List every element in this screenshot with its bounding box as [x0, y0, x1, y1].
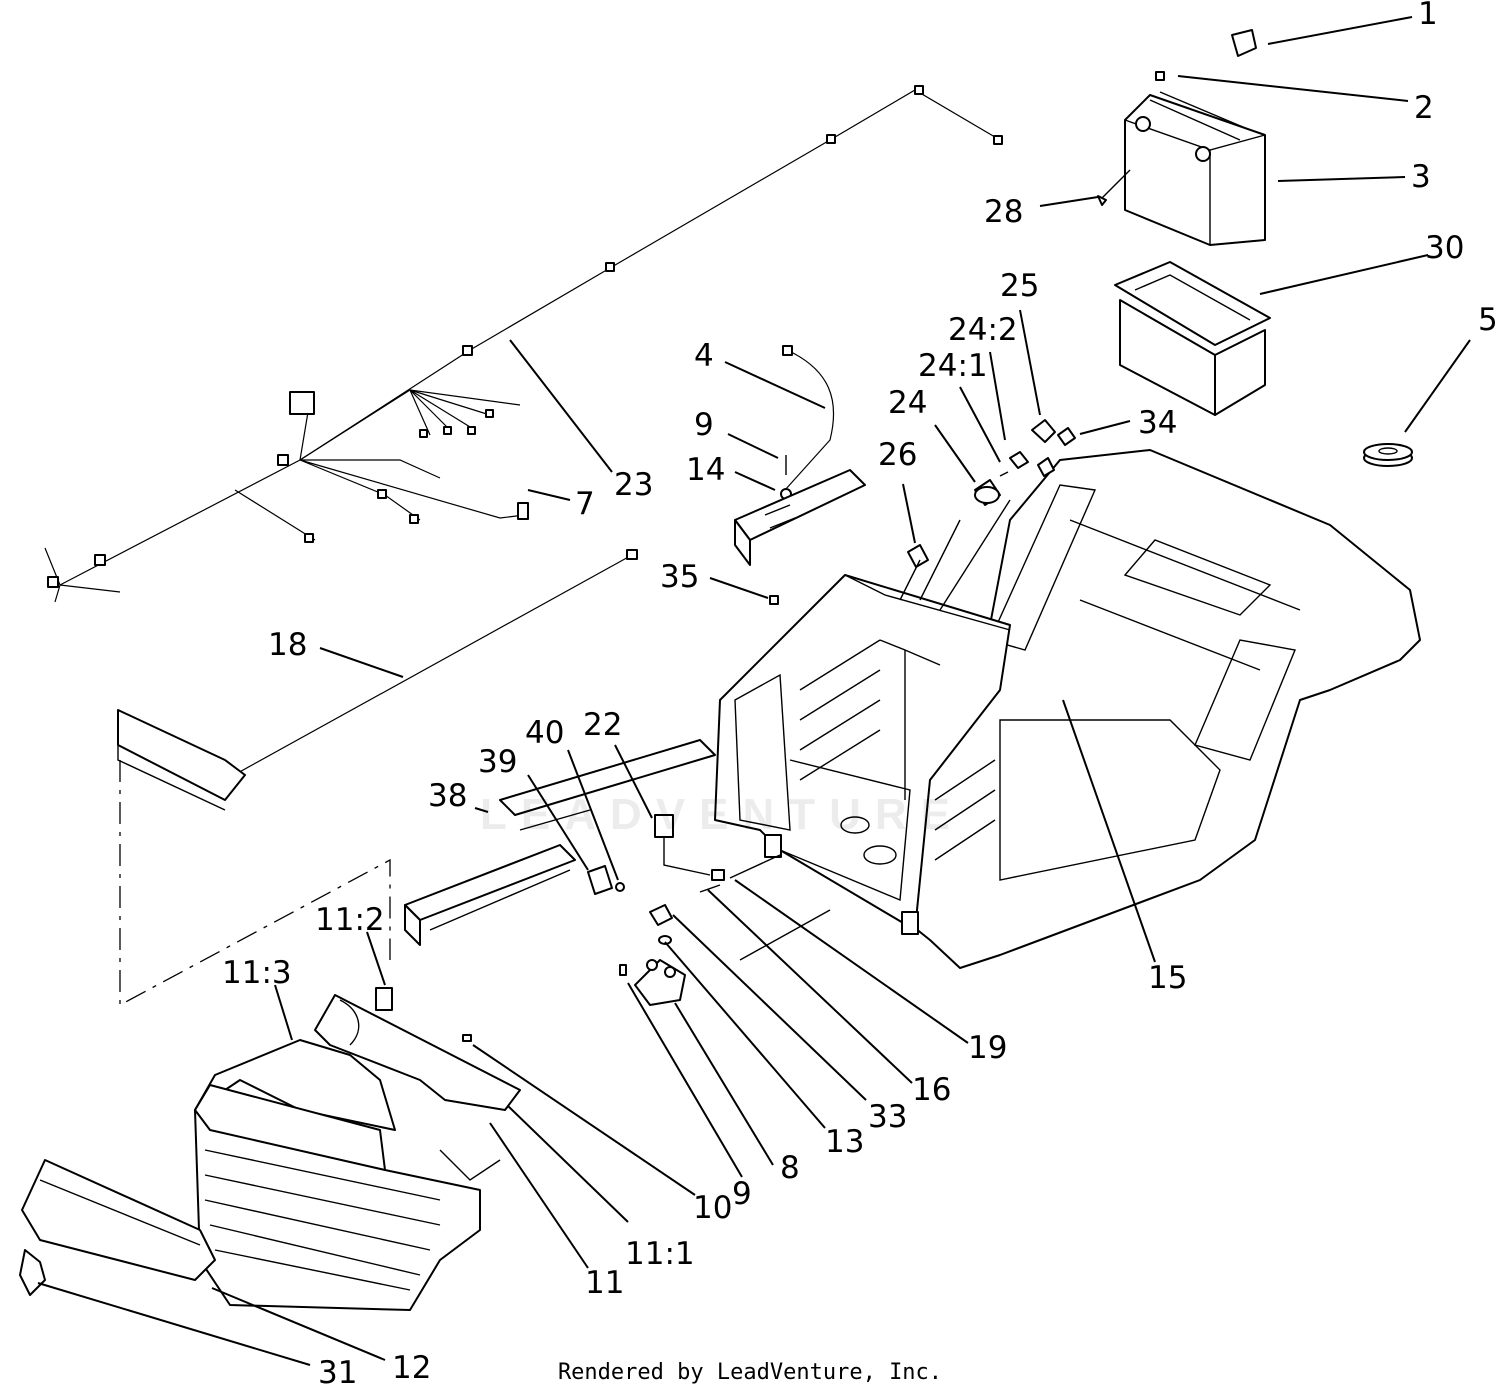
callout-9-lower: 9: [732, 1176, 752, 1212]
watermark: LEADVENTURE: [480, 790, 965, 839]
callout-3: 3: [1411, 159, 1431, 195]
callout-40: 40: [525, 715, 564, 751]
render-credit: Rendered by LeadVenture, Inc.: [557, 1360, 943, 1385]
callout-7: 7: [575, 486, 595, 522]
cable-and-bracket: [117, 549, 638, 1007]
washer: [1363, 443, 1413, 467]
callout-4: 4: [694, 338, 714, 374]
leader-lines: [37, 16, 1471, 1366]
callout-24: 24: [888, 385, 927, 421]
callout-1: 1: [1418, 0, 1438, 32]
battery: [1097, 29, 1266, 246]
callout-35: 35: [660, 559, 699, 595]
callout-11-2: 11:2: [315, 902, 385, 938]
cable-and-mount-bracket: [734, 345, 866, 605]
callout-10: 10: [693, 1190, 732, 1226]
callout-31: 31: [318, 1355, 357, 1391]
callout-24-1: 24:1: [918, 348, 988, 384]
callout-33: 33: [868, 1099, 907, 1135]
callout-28: 28: [984, 194, 1023, 230]
callout-labels: 1 2 3 28 30 5 25 24:2 24:1 24 34 26 4 9 …: [222, 0, 1498, 1391]
grille-and-emblem: [19, 1159, 216, 1296]
callout-15: 15: [1148, 960, 1187, 996]
callout-23: 23: [614, 467, 653, 503]
wiring-harness: [44, 85, 1003, 603]
callout-24-2: 24:2: [948, 312, 1018, 348]
dash-tower: [714, 574, 1011, 935]
battery-tray: [1114, 261, 1271, 416]
callout-19: 19: [968, 1030, 1007, 1066]
callout-18: 18: [268, 627, 307, 663]
callout-39: 39: [478, 744, 517, 780]
callout-22: 22: [583, 707, 622, 743]
starter-solenoid: [619, 904, 686, 1006]
callout-16: 16: [912, 1072, 951, 1108]
callout-14: 14: [686, 452, 725, 488]
callout-34: 34: [1138, 405, 1177, 441]
headlight-and-hood: [194, 987, 521, 1311]
frame-rail: [404, 739, 831, 961]
callout-38: 38: [428, 778, 467, 814]
callout-13: 13: [825, 1124, 864, 1160]
callout-26: 26: [878, 437, 917, 473]
fender-pan: [869, 449, 1421, 969]
callout-25: 25: [1000, 268, 1039, 304]
callout-8: 8: [780, 1150, 800, 1186]
callout-30: 30: [1425, 230, 1464, 266]
callout-12: 12: [392, 1350, 431, 1386]
callout-11-1: 11:1: [625, 1236, 695, 1272]
callout-11: 11: [585, 1265, 624, 1301]
callout-5: 5: [1478, 302, 1498, 338]
callout-9-upper: 9: [694, 407, 714, 443]
callout-11-3: 11:3: [222, 955, 292, 991]
switch-components: [899, 419, 1076, 611]
callout-2: 2: [1414, 90, 1434, 126]
